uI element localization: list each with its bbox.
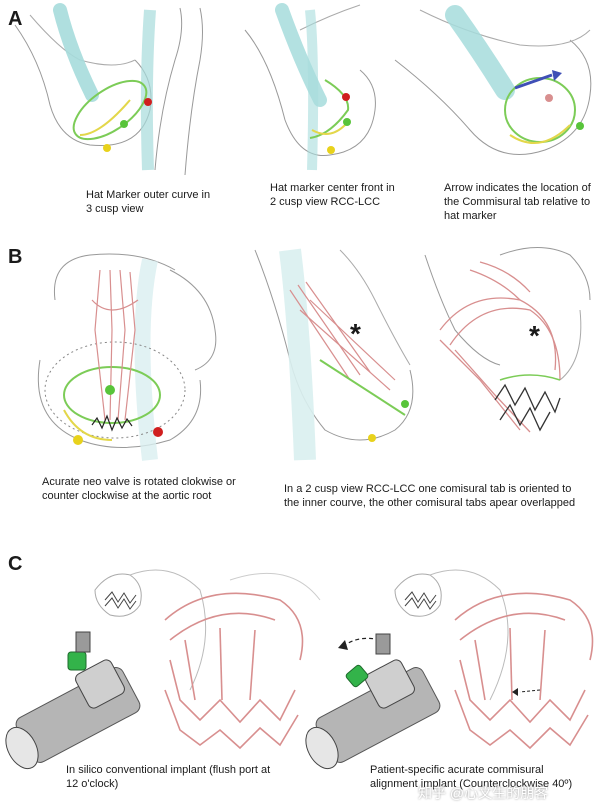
panel-b-image-2	[254, 248, 414, 461]
commissural-arrow	[514, 73, 553, 90]
panel-a-image-3	[394, 5, 592, 155]
marker-ball-red	[144, 98, 152, 106]
caption-c-2: Patient-specific acurate commisural alig…	[370, 764, 573, 790]
panel-b-image-1	[37, 253, 217, 461]
caption-c-1: In silico conventional implant (flush po…	[66, 764, 271, 790]
panel-b-image-3	[424, 247, 591, 433]
panel-letter-c: C	[8, 553, 23, 575]
asterisk-b3: *	[529, 320, 540, 351]
caption-a-1: Hat Marker outer curve in 3 cusp view	[86, 189, 211, 215]
caption-a-2: Hat marker center front in 2 cusp view R…	[270, 182, 395, 208]
marker-ball-yellow	[103, 144, 111, 152]
caption-a-3: Arrow indicates the location of the Comm…	[444, 182, 591, 222]
panel-c-image-1	[5, 569, 321, 770]
panel-letter-b: B	[8, 246, 23, 268]
flush-port	[67, 651, 87, 671]
panel-letter-a: A	[8, 8, 23, 30]
marker-ball-green	[120, 120, 128, 128]
caption-b-1: Acurate neo valve is rotated clokwise or…	[42, 476, 236, 502]
panel-c-image-2	[305, 569, 594, 770]
panel-a-image-1	[14, 3, 203, 176]
watermark: 知乎 @心文生的朋客	[418, 785, 549, 801]
caption-b-2: In a 2 cusp view RCC-LCC one comisural t…	[284, 483, 576, 509]
asterisk-b2: *	[350, 318, 361, 349]
panel-a-image-2	[244, 3, 376, 171]
